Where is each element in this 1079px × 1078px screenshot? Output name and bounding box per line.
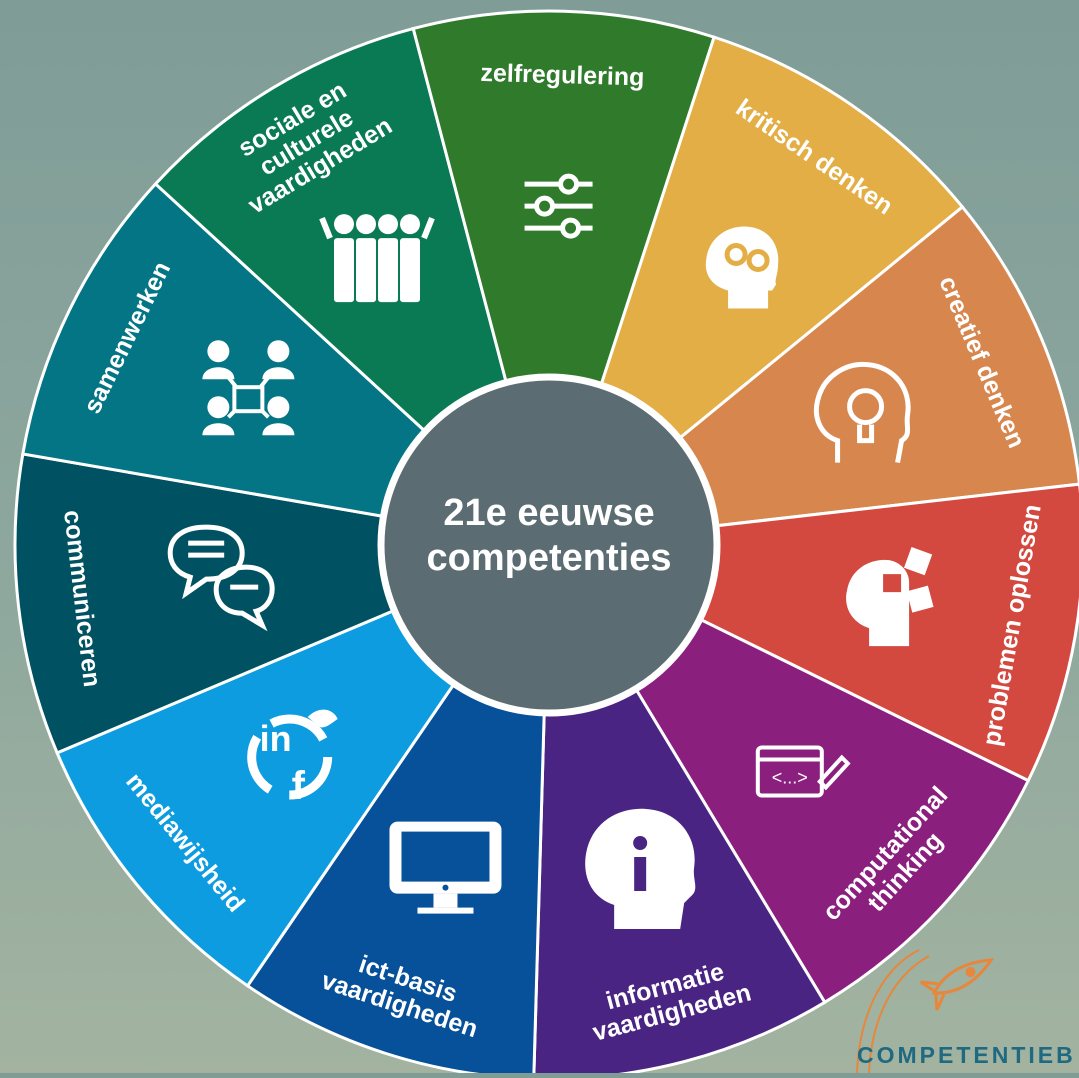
brand-name: COMPETENTIEB — [857, 1042, 1076, 1068]
head-gears-icon — [705, 226, 779, 309]
svg-text:<...>: <...> — [772, 768, 808, 788]
rocket-icon — [856, 949, 995, 1074]
svg-text:f: f — [292, 764, 306, 808]
monitor-icon — [389, 821, 502, 914]
center-title-line2: competenties — [427, 537, 672, 579]
center-title-line1: 21e eeuwse — [443, 492, 654, 534]
network-people-icon — [202, 340, 295, 436]
head-lightbulb-icon — [813, 361, 911, 464]
segment-zelfregulering: zelfregulering — [411, 9, 716, 551]
sliders-icon — [524, 173, 593, 239]
brand-logo: COMPETENTIEB — [819, 940, 1079, 1074]
social-media-icon: inf — [247, 709, 338, 808]
group-people-icon — [319, 214, 435, 303]
center-circle: 21e eeuwse competenties — [377, 373, 721, 717]
speech-bubbles-icon — [167, 524, 275, 632]
head-puzzle-icon — [846, 547, 934, 647]
code-window-icon: <...> — [755, 745, 851, 798]
center-disc — [377, 373, 721, 717]
segment-label-zelfregulering: zelfregulering — [480, 59, 645, 92]
segment-wedge-zelfregulering — [411, 9, 716, 551]
svg-text:in: in — [260, 718, 292, 759]
head-info-icon — [585, 808, 696, 929]
